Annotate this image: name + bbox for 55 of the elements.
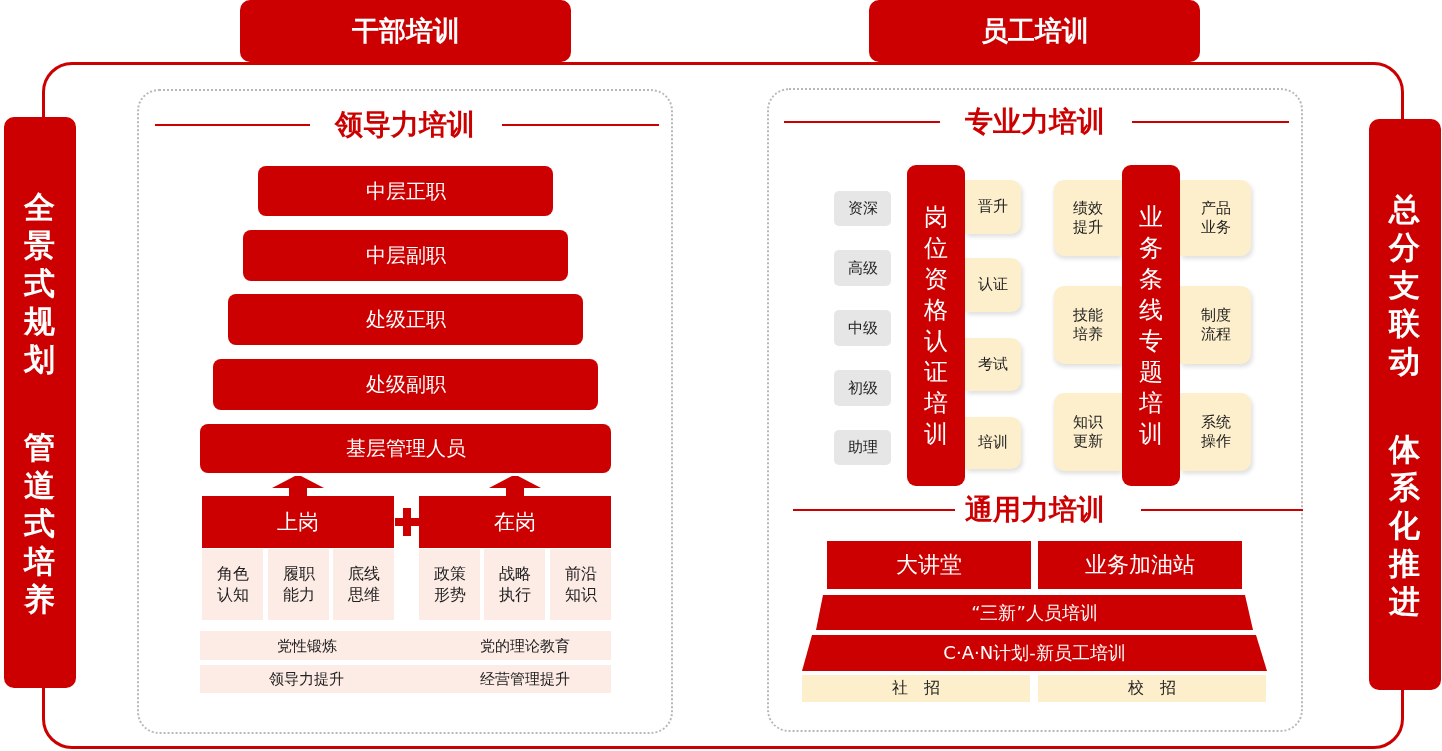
topic-band bbox=[200, 631, 611, 660]
vertical-banner: 业务条线专题培训 bbox=[1122, 165, 1180, 486]
topic-tab: 绩效提升 bbox=[1054, 180, 1122, 256]
topic-tab: 认证 bbox=[965, 258, 1021, 312]
topic-tile: 前沿知识 bbox=[550, 549, 611, 620]
slogan-text: 总分支联动 bbox=[1387, 189, 1422, 380]
topic-label: 经营管理提升 bbox=[479, 669, 570, 689]
section-heading: 领导力培训 bbox=[335, 107, 475, 143]
level-bar: 基层管理人员 bbox=[200, 424, 611, 473]
topic-tab: 知识更新 bbox=[1054, 393, 1122, 471]
grade-tag: 助理 bbox=[834, 430, 891, 465]
topic-tab: 技能培养 bbox=[1054, 286, 1122, 364]
slogan-text: 体系化推进 bbox=[1387, 429, 1422, 620]
stage-header: 上岗 bbox=[202, 496, 394, 548]
topic-label: 党性锻炼 bbox=[276, 636, 337, 655]
topic-tile: 政策形势 bbox=[419, 549, 480, 620]
program-block: 大讲堂 bbox=[827, 541, 1031, 589]
program-block: 业务加油站 bbox=[1038, 541, 1242, 589]
topic-tile: 履职能力 bbox=[268, 549, 329, 620]
recruit-bar: 社 招 bbox=[802, 675, 1030, 702]
training-panel bbox=[767, 88, 1303, 732]
slogan-text: 管道式培养 bbox=[22, 427, 57, 618]
grade-tag: 资深 bbox=[834, 191, 891, 226]
grade-tag: 中级 bbox=[834, 310, 891, 346]
training-panel bbox=[137, 89, 673, 734]
level-bar: 处级副职 bbox=[213, 359, 598, 410]
topic-tile: 角色认知 bbox=[202, 549, 263, 620]
topic-label: 党的理论教育 bbox=[479, 636, 570, 655]
topic-tab: 晋升 bbox=[965, 180, 1021, 234]
topic-band bbox=[200, 665, 611, 693]
program-label: “三新”人员培训 bbox=[971, 600, 1098, 625]
level-bar: 中层正职 bbox=[258, 166, 553, 216]
slogan-text: 全景式规划 bbox=[22, 187, 57, 378]
topic-tile: 战略执行 bbox=[484, 549, 545, 620]
vertical-banner: 岗位资格认证培训 bbox=[907, 165, 965, 486]
program-label: C·A·N计划-新员工培训 bbox=[943, 641, 1126, 665]
grade-tag: 高级 bbox=[834, 250, 891, 286]
stage-header: 在岗 bbox=[419, 496, 611, 548]
topic-tab: 系统操作 bbox=[1180, 393, 1251, 471]
level-bar: 中层副职 bbox=[243, 230, 568, 281]
header-tab: 干部培训 bbox=[240, 0, 571, 62]
topic-tile: 底线思维 bbox=[333, 549, 394, 620]
topic-tab: 产品业务 bbox=[1180, 180, 1251, 256]
topic-tab: 考试 bbox=[965, 338, 1021, 391]
grade-tag: 初级 bbox=[834, 370, 891, 406]
header-tab: 员工培训 bbox=[869, 0, 1200, 62]
side-banner bbox=[4, 117, 76, 688]
side-banner bbox=[1369, 119, 1441, 690]
level-bar: 处级正职 bbox=[228, 294, 583, 345]
section-heading: 专业力培训 bbox=[965, 104, 1105, 140]
topic-tab: 制度流程 bbox=[1180, 286, 1251, 364]
recruit-bar: 校 招 bbox=[1038, 675, 1266, 702]
section-heading: 通用力培训 bbox=[965, 492, 1105, 528]
topic-tab: 培训 bbox=[965, 417, 1021, 469]
topic-label: 领导力提升 bbox=[269, 669, 345, 689]
